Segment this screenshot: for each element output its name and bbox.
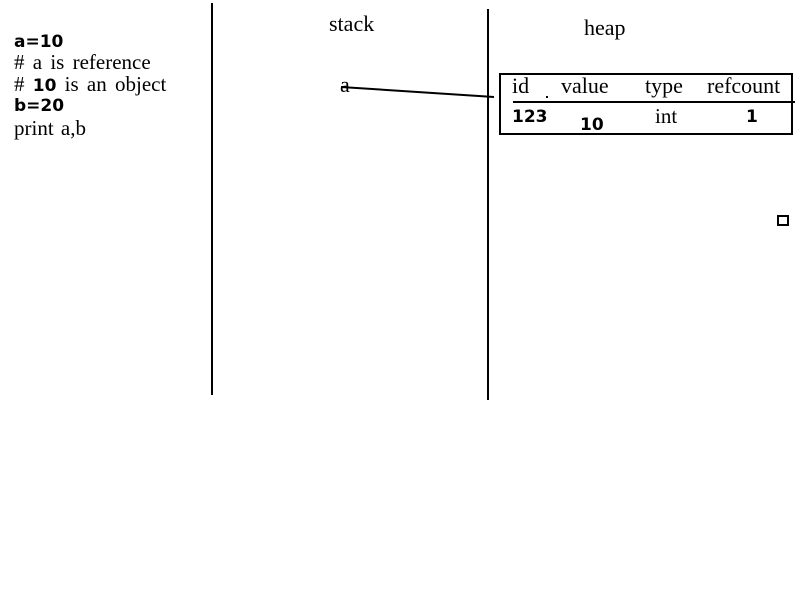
stray-dot bbox=[546, 96, 548, 98]
divider-code-stack bbox=[211, 3, 213, 395]
heap-cell-refcount: 1 bbox=[746, 107, 758, 127]
code-line-assign-a: a=10 bbox=[14, 32, 64, 52]
heap-header-underline bbox=[513, 101, 795, 103]
heap-col-type: type bbox=[645, 73, 683, 98]
small-square-mark bbox=[777, 215, 789, 226]
heap-heading: heap bbox=[584, 15, 626, 40]
heap-cell-id: 123 bbox=[512, 107, 548, 127]
code-line-assign-b: b=20 bbox=[14, 96, 65, 116]
heap-cell-value: 10 bbox=[580, 115, 604, 135]
heap-cell-type: int bbox=[655, 104, 678, 128]
code-comment-reference: # a is reference bbox=[14, 50, 151, 74]
heap-col-id: id bbox=[512, 73, 530, 98]
heap-col-value: value bbox=[561, 73, 609, 98]
divider-stack-heap bbox=[487, 9, 489, 400]
heap-object-box bbox=[499, 73, 793, 135]
comment-number: 10 bbox=[32, 76, 57, 96]
stack-variable-a: a bbox=[340, 72, 350, 97]
comment-prefix: # bbox=[14, 72, 33, 96]
stack-heading: stack bbox=[329, 11, 375, 36]
code-line-print: print a,b bbox=[14, 116, 86, 140]
comment-suffix: is an object bbox=[56, 72, 167, 96]
code-comment-object: # 10 is an object bbox=[14, 73, 166, 97]
heap-col-refcount: refcount bbox=[707, 73, 781, 98]
reference-line bbox=[340, 86, 495, 98]
